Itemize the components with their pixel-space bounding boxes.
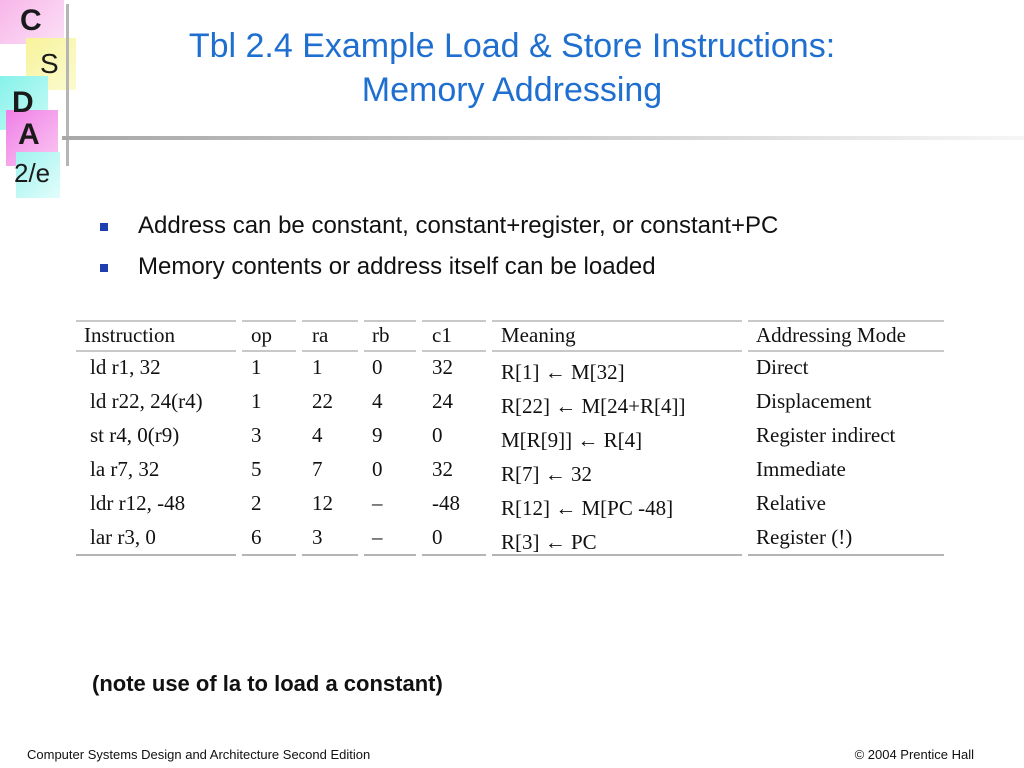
cell-ra: 22: [312, 389, 333, 413]
cell-c1: -48: [432, 491, 460, 515]
cell-c1: 32: [432, 457, 453, 481]
title-line-2: Memory Addressing: [361, 71, 663, 109]
cell-mode: Register indirect: [756, 423, 896, 447]
cell-ra: 4: [312, 423, 323, 447]
column-gap: [236, 320, 242, 556]
cell-rb: 0: [372, 355, 383, 379]
bullet-item: Address can be constant, constant+regist…: [100, 208, 778, 249]
cell-instruction: ld r22, 24(r4): [90, 389, 203, 413]
logo-vertical-rule: [66, 4, 69, 166]
cell-ra: 7: [312, 457, 323, 481]
logo-letter-d: D: [12, 86, 34, 119]
cell-rb: 0: [372, 457, 383, 481]
header-ra: ra: [312, 323, 329, 347]
cell-meaning: R[12] ← M[PC -48]: [501, 496, 674, 520]
cell-instruction: ldr r12, -48: [90, 491, 186, 515]
cell-rb: 4: [372, 389, 383, 413]
cell-c1: 32: [432, 355, 453, 379]
header-c1: c1: [432, 323, 452, 347]
cell-op: 1: [251, 355, 262, 379]
cell-instruction: lar r3, 0: [90, 525, 156, 549]
cell-meaning: R[22] ← M[24+R[4]]: [501, 394, 686, 418]
cell-ra: 12: [312, 491, 333, 515]
title-line-1: Tbl 2.4 Example Load & Store Instruction…: [188, 27, 836, 65]
cell-instruction: st r4, 0(r9): [90, 423, 180, 447]
cell-instruction: la r7, 32: [90, 457, 160, 481]
column-gap: [296, 320, 302, 556]
cell-op: 3: [251, 423, 262, 447]
footer-copyright: © 2004 Prentice Hall: [854, 747, 974, 762]
cell-instruction: ld r1, 32: [90, 355, 161, 379]
column-gap: [358, 320, 364, 556]
square-bullet-icon: [100, 223, 108, 231]
cell-c1: 24: [432, 389, 453, 413]
cell-op: 2: [251, 491, 262, 515]
cell-meaning: M[R[9]] ← R[4]: [501, 428, 643, 452]
bullet-list: Address can be constant, constant+regist…: [100, 208, 778, 290]
title-underline-rule: [62, 136, 1024, 140]
column-gap: [486, 320, 492, 556]
cell-mode: Direct: [756, 355, 809, 379]
header-addressing-mode: Addressing Mode: [756, 323, 906, 347]
table-bottom-rule: [76, 554, 944, 556]
cell-ra: 1: [312, 355, 323, 379]
slide-title: Tbl 2.4 Example Load & Store Instruction…: [80, 24, 944, 112]
cell-rb: –: [372, 491, 383, 515]
header-op: op: [251, 323, 272, 347]
logo-edition: 2/e: [14, 158, 51, 188]
logo-letter-a: A: [18, 118, 40, 151]
bullet-text: Memory contents or address itself can be…: [138, 253, 656, 280]
logo-c-box: [0, 0, 64, 44]
square-bullet-icon: [100, 264, 108, 272]
logo-letter-c: C: [20, 4, 42, 37]
cell-op: 5: [251, 457, 262, 481]
table-top-rule: [76, 320, 944, 322]
cell-meaning: R[1] ← M[32]: [501, 360, 625, 384]
header-rb: rb: [372, 323, 390, 347]
cell-mode: Relative: [756, 491, 826, 515]
footer-book-title: Computer Systems Design and Architecture…: [27, 747, 371, 762]
cell-op: 6: [251, 525, 262, 549]
logo-letter-s: S: [40, 48, 59, 79]
cell-c1: 0: [432, 525, 443, 549]
header-meaning: Meaning: [501, 323, 576, 347]
header-instruction: Instruction: [84, 323, 175, 347]
footnote-text: (note use of la to load a constant): [92, 671, 443, 696]
cell-op: 1: [251, 389, 262, 413]
cell-mode: Immediate: [756, 457, 846, 481]
cell-mode: Register (!): [756, 525, 853, 549]
cell-mode: Displacement: [756, 389, 872, 413]
cell-c1: 0: [432, 423, 443, 447]
cell-rb: 9: [372, 423, 383, 447]
cell-meaning: R[7] ← 32: [501, 462, 592, 486]
logo-edition-box: [16, 152, 60, 198]
cell-rb: –: [372, 525, 383, 549]
bullet-item: Memory contents or address itself can be…: [100, 249, 778, 290]
table-header-rule: [76, 350, 944, 352]
column-gap: [416, 320, 422, 556]
cell-ra: 3: [312, 525, 323, 549]
cell-meaning: R[3] ← PC: [501, 530, 597, 554]
bullet-text: Address can be constant, constant+regist…: [138, 212, 779, 239]
column-gap: [742, 320, 748, 556]
